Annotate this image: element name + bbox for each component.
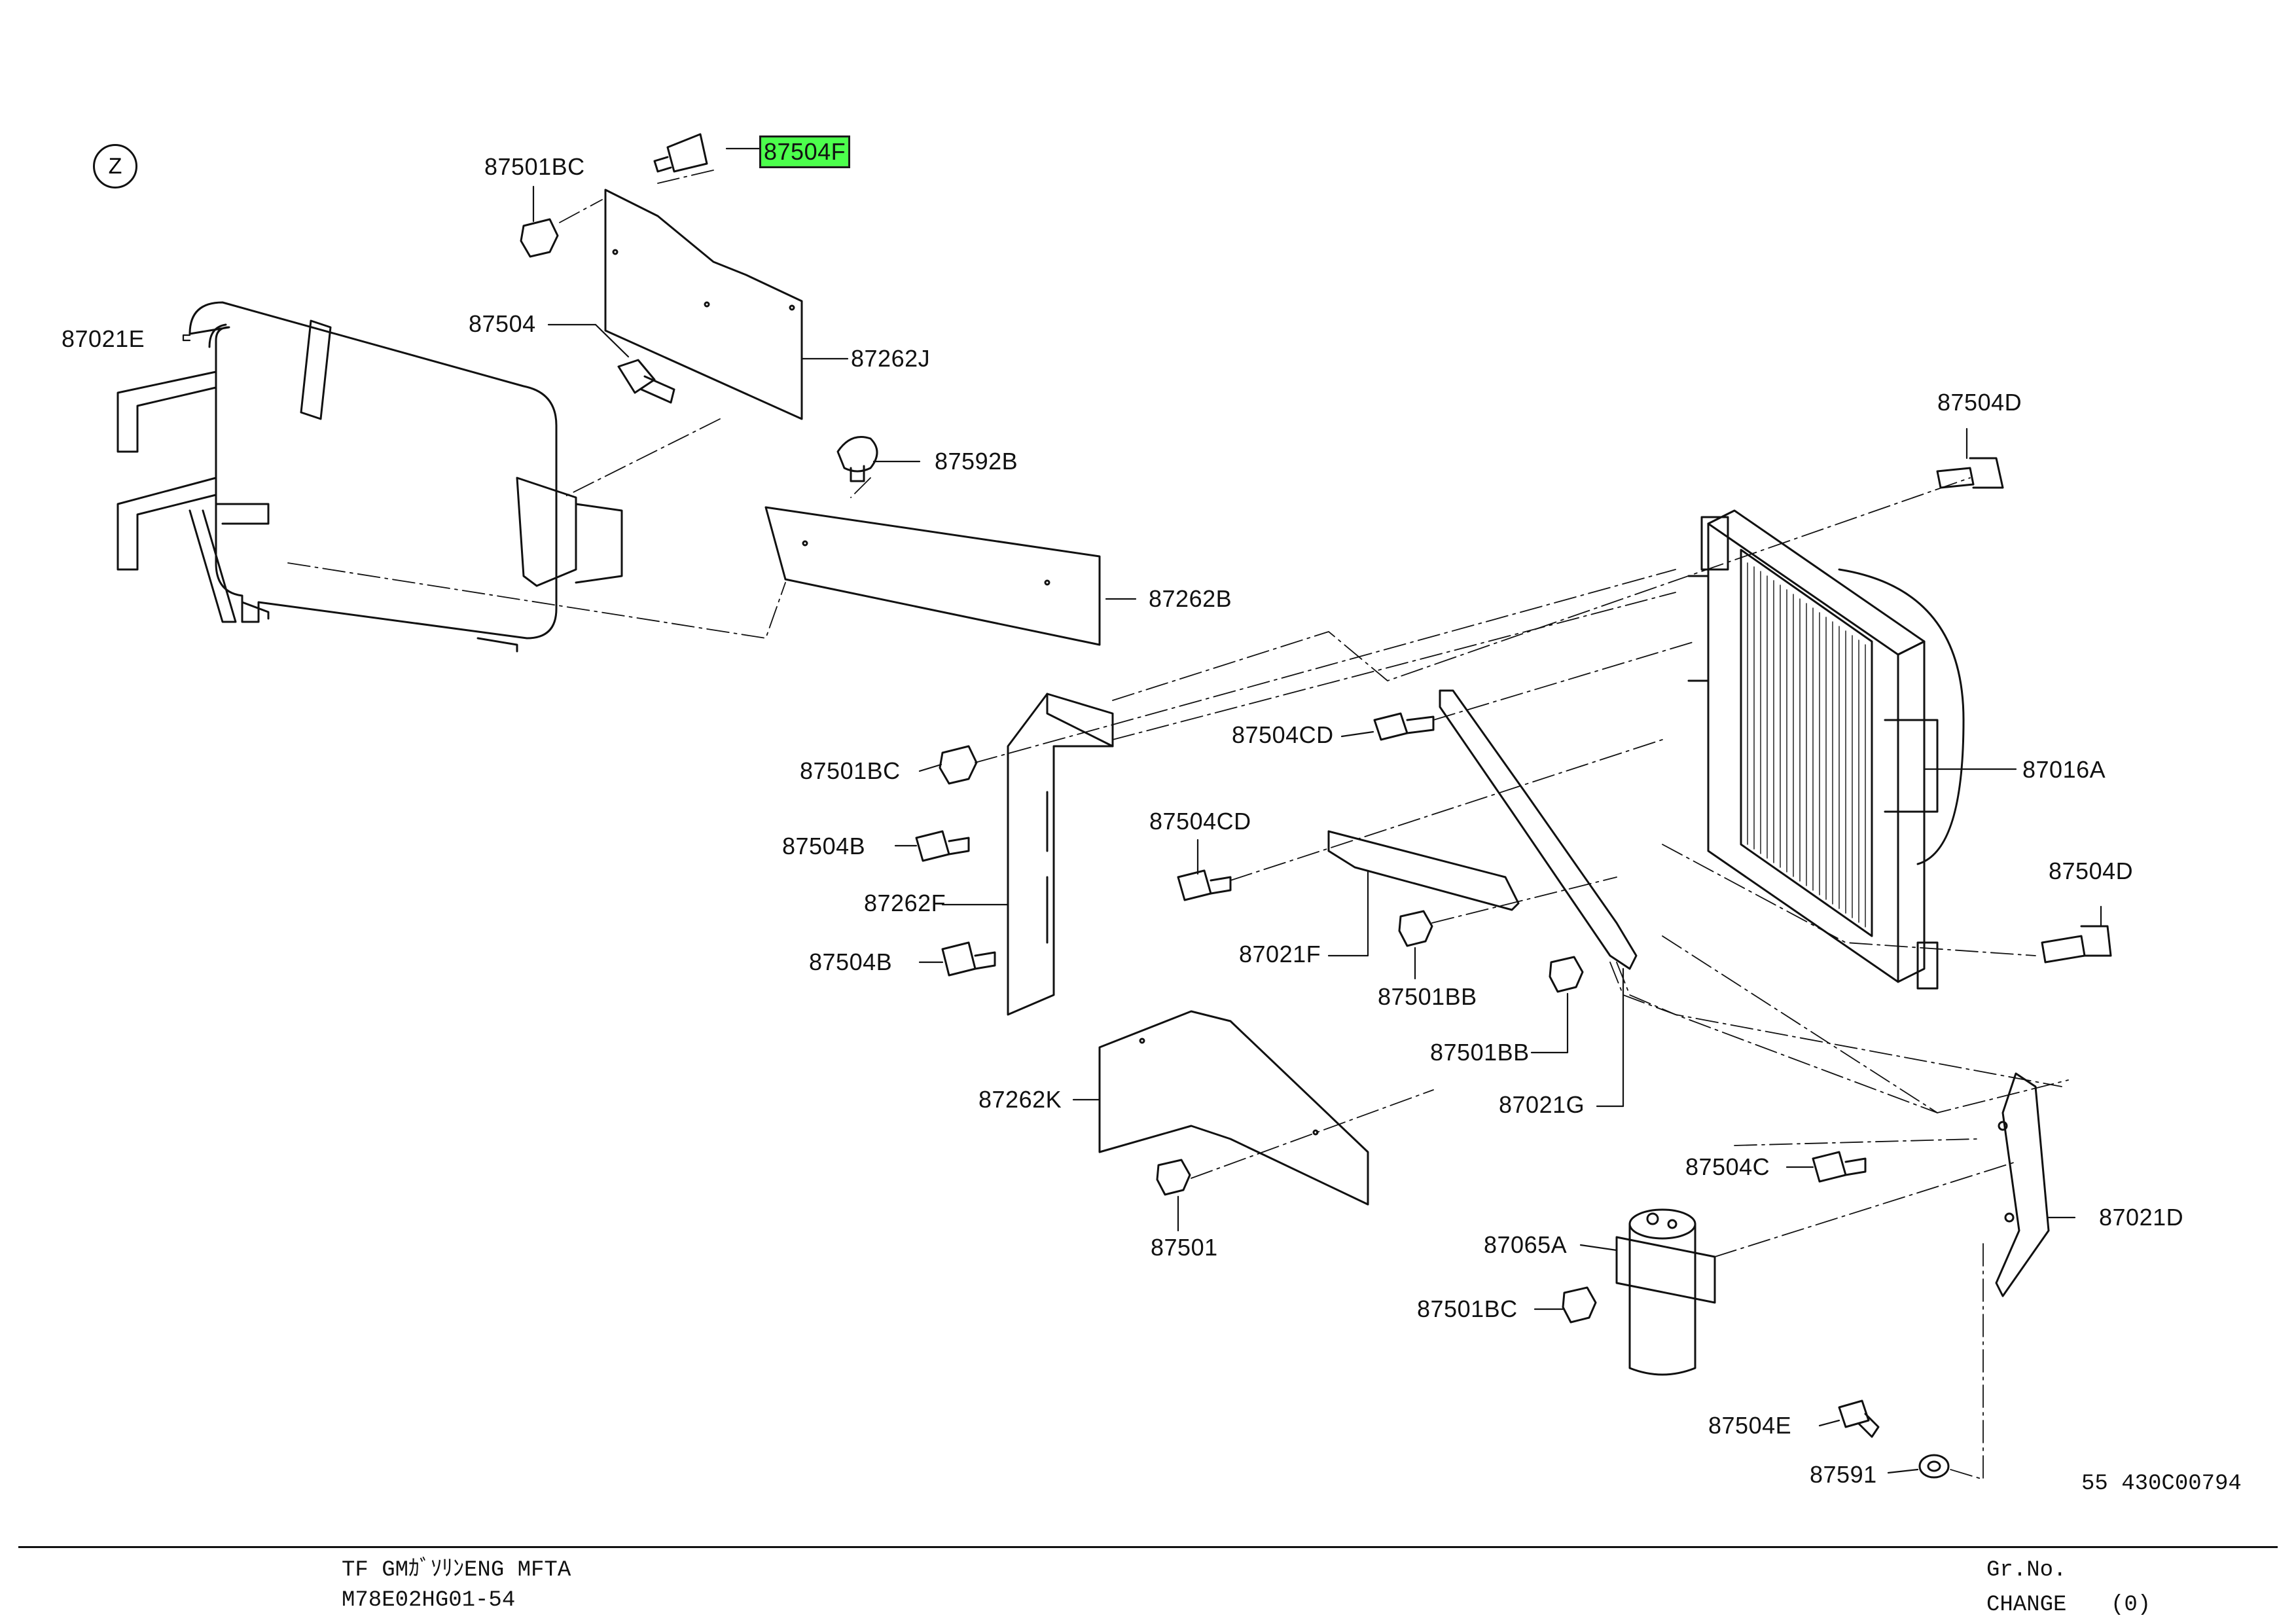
- callout-87501BC-top[interactable]: 87501BC: [484, 153, 585, 180]
- callout-87592B[interactable]: 87592B: [935, 448, 1018, 475]
- callout-87504D-right[interactable]: 87504D: [2049, 857, 2134, 884]
- callout-87504E[interactable]: 87504E: [1708, 1412, 1792, 1439]
- bracket-87021D: [1995, 1072, 2050, 1297]
- callout-87504B-a[interactable]: 87504B: [782, 833, 866, 859]
- callout-87016A[interactable]: 87016A: [2022, 756, 2106, 783]
- footer-title: TF GMｶﾞｿﾘﾝENG MFTA: [342, 1558, 571, 1583]
- callout-87504B-b[interactable]: 87504B: [809, 948, 893, 975]
- callout-87504C[interactable]: 87504C: [1685, 1153, 1770, 1180]
- air-guide-87262B: [764, 506, 1101, 646]
- callout-87504CD-b[interactable]: 87504CD: [1149, 808, 1251, 835]
- callout-87501BB-b[interactable]: 87501BB: [1430, 1039, 1530, 1066]
- footer-divider: [18, 1546, 2278, 1548]
- air-guide-87262K: [1098, 1010, 1369, 1206]
- callout-87021F[interactable]: 87021F: [1239, 941, 1321, 967]
- footer-gr-no: Gr.No.: [1986, 1558, 2067, 1583]
- callout-87262K[interactable]: 87262K: [978, 1086, 1062, 1113]
- callout-87501BB-a[interactable]: 87501BB: [1378, 983, 1477, 1010]
- callout-87501[interactable]: 87501: [1151, 1234, 1218, 1261]
- callout-87591[interactable]: 87591: [1810, 1461, 1877, 1488]
- callout-87501BC-mid[interactable]: 87501BC: [800, 757, 901, 784]
- callout-87504[interactable]: 87504: [469, 310, 536, 337]
- bracket-87021G: [1439, 689, 1638, 970]
- callout-87504D-top[interactable]: 87504D: [1937, 389, 2022, 416]
- callout-87065A[interactable]: 87065A: [1484, 1231, 1568, 1258]
- condenser-frame-87021E: [117, 301, 623, 653]
- receiver-dryer-87065A: [1615, 1208, 1716, 1376]
- air-guide-87262F: [1007, 693, 1114, 1016]
- fastener-heads: [520, 133, 2112, 1479]
- callout-87262F[interactable]: 87262F: [864, 890, 946, 916]
- air-guide-87262J: [604, 189, 803, 420]
- callout-87501BC-bottom[interactable]: 87501BC: [1417, 1295, 1518, 1322]
- bracket-87021F: [1327, 830, 1520, 911]
- callout-87021D[interactable]: 87021D: [2099, 1204, 2184, 1231]
- drawing-code: 55 430C00794: [2081, 1471, 2242, 1496]
- callout-87504F-highlighted[interactable]: 87504F: [759, 135, 851, 168]
- leader-lines: [182, 147, 2102, 1474]
- callout-87262B[interactable]: 87262B: [1149, 585, 1232, 612]
- callout-87504CD-a[interactable]: 87504CD: [1232, 721, 1334, 748]
- assembly-lines: [287, 170, 2069, 1480]
- footer-change-label: CHANGE: [1986, 1593, 2067, 1617]
- zone-marker: Z: [93, 144, 137, 189]
- callout-87262J[interactable]: 87262J: [851, 345, 931, 372]
- condenser-87016A: [1687, 509, 1965, 990]
- callout-87021E[interactable]: 87021E: [62, 325, 145, 352]
- callout-87021G[interactable]: 87021G: [1499, 1091, 1585, 1118]
- footer-change-value: (0): [2111, 1593, 2151, 1617]
- footer-code: M78E02HG01-54: [342, 1588, 516, 1613]
